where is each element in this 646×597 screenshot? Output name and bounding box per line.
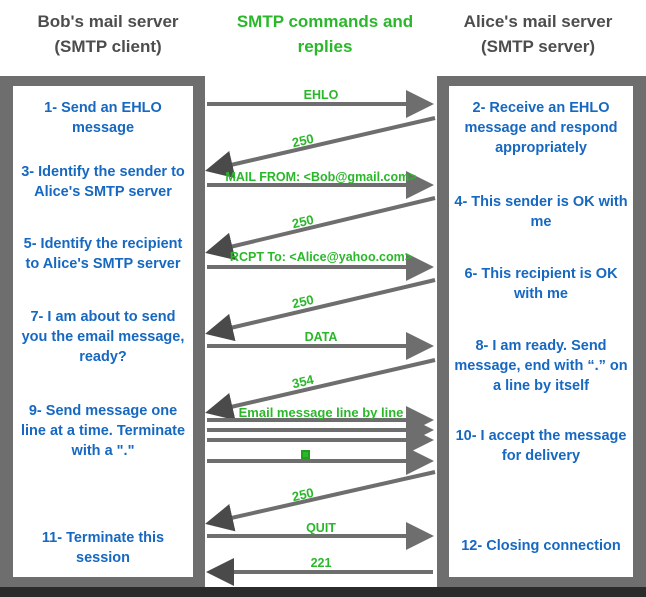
diagram-headers: Bob's mail server (SMTP client) SMTP com… [0, 0, 646, 76]
header-client-line2: (SMTP client) [54, 36, 162, 56]
header-server-line2: (SMTP server) [480, 36, 595, 56]
client-step-1: 1- Send an EHLO message [44, 100, 162, 136]
header-server: Alice's mail server (SMTP server) [438, 10, 638, 59]
header-middle: SMTP commands and replies [225, 10, 425, 59]
server-step-4: 4- This sender is OK with me [454, 194, 628, 230]
header-server-line1: Alice's mail server [463, 12, 613, 31]
label-quit: QUIT [306, 521, 336, 535]
label-221: 221 [310, 556, 332, 570]
server-step-12: 12- Closing connection [461, 538, 621, 554]
label-data: DATA [304, 330, 338, 344]
terminator-dot-icon [301, 450, 310, 459]
server-step-6: 6- This recipient is OK with me [464, 266, 618, 302]
header-middle-line1: SMTP commands and [236, 12, 414, 31]
server-step-10: 10- I accept the message for delivery [455, 428, 627, 464]
client-step-5: 5- Identify the recipient to Alice's SMT… [23, 236, 183, 272]
label-mail-from: MAIL FROM: <Bob@gmail.com> [225, 170, 417, 184]
client-panel: 1- Send an EHLO message 3- Identify the … [13, 86, 193, 577]
header-middle-line2: replies [297, 36, 353, 56]
server-step-2: 2- Receive an EHLO message and respond a… [464, 100, 618, 156]
label-email-message: Email message line by line [238, 405, 404, 420]
label-ehlo: EHLO [303, 88, 339, 102]
label-rcpt-to: RCPT To: <Alice@yahoo.com> [229, 250, 413, 264]
server-panel: 2- Receive an EHLO message and respond a… [449, 86, 633, 577]
header-client: Bob's mail server (SMTP client) [8, 10, 208, 59]
client-step-3: 3- Identify the sender to Alice's SMTP s… [21, 164, 185, 200]
header-client-line1: Bob's mail server [37, 12, 179, 31]
client-step-7: 7- I am about to send you the email mess… [21, 309, 185, 365]
client-step-11: 11- Terminate this session [41, 530, 165, 566]
bottom-bar [0, 587, 646, 597]
server-step-8: 8- I am ready. Send message, end with “.… [454, 338, 628, 394]
client-step-9: 9- Send message one line at a time. Term… [20, 403, 186, 459]
